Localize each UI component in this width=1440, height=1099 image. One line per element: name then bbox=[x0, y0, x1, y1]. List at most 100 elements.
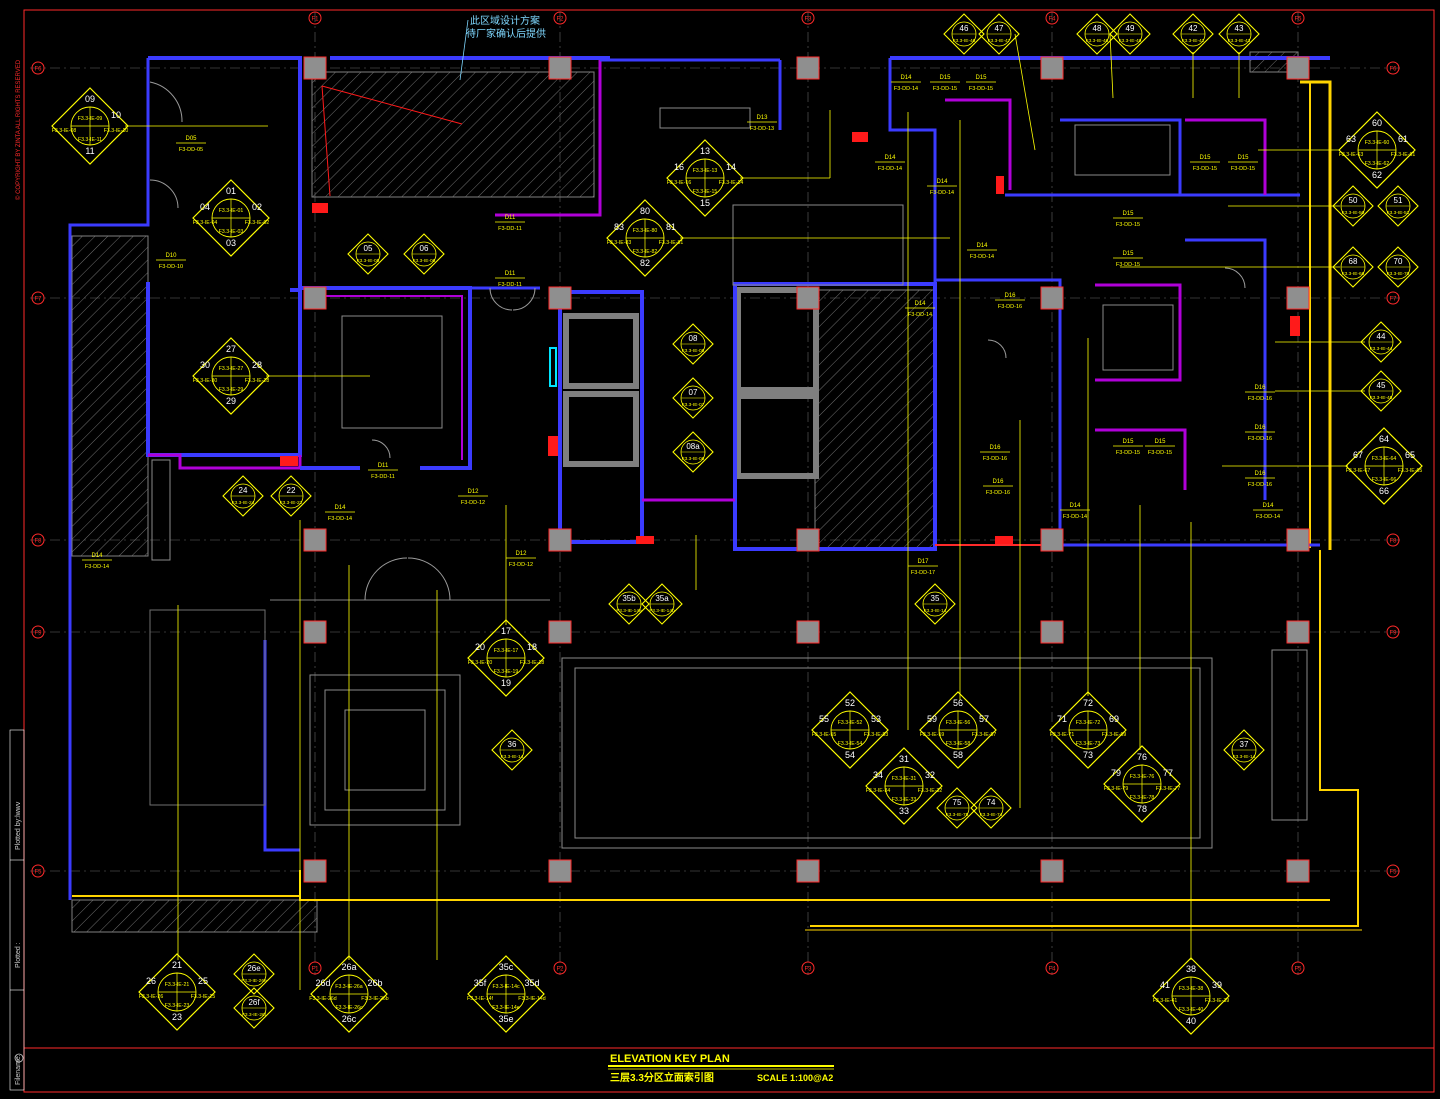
door-swings bbox=[149, 81, 1246, 601]
elevation-code: F3.3-IE-47 bbox=[988, 38, 1011, 44]
elevation-code: F3.3-IE-08 bbox=[52, 128, 77, 134]
grid-bubble-label: F5 bbox=[1294, 967, 1302, 973]
structural-column bbox=[1040, 56, 1064, 80]
elevation-code: F3.3-IE-26b bbox=[361, 996, 389, 1002]
elevation-code: F3.3-IE-32 bbox=[918, 788, 943, 794]
structural-column bbox=[303, 56, 327, 80]
elevation-number: 41 bbox=[1160, 980, 1170, 990]
elevation-number: 26c bbox=[342, 1014, 357, 1024]
elevation-tag-cluster[interactable]: 091011F3.3-IE-09F3.3-IE-10F3.3-IE-11F3.3… bbox=[51, 87, 129, 165]
door-id: D10 bbox=[165, 253, 177, 259]
door-code: F3-DD-05 bbox=[179, 147, 203, 153]
door-code: F3-DD-16 bbox=[1248, 482, 1272, 488]
door-id: D12 bbox=[515, 551, 527, 557]
elevation-code: F3.3-IE-73 bbox=[1076, 741, 1101, 747]
door-code: F3-DD-15 bbox=[1116, 450, 1140, 456]
door-code: F3-DD-14 bbox=[878, 166, 902, 172]
elevation-number: 60 bbox=[1372, 118, 1382, 128]
elevation-number: 64 bbox=[1379, 434, 1389, 444]
elevation-number: 14 bbox=[726, 162, 736, 172]
elevation-code: F3.3-IE-34 bbox=[866, 788, 891, 794]
plotted-text: Plotted : bbox=[15, 942, 22, 968]
elevation-code: F3.3-IE-71 bbox=[1050, 732, 1075, 738]
